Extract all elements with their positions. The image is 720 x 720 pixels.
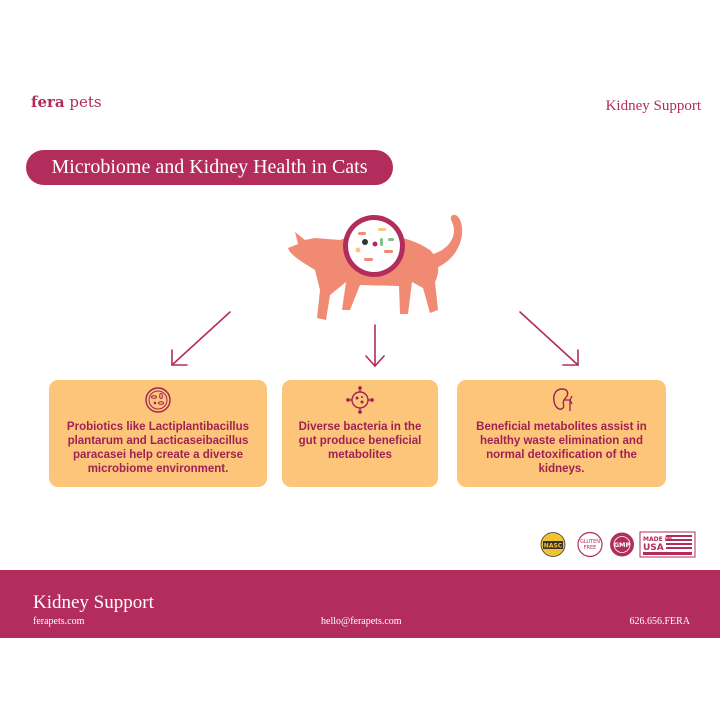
card-text: Diverse bacteria in the gut produce bene… <box>298 421 422 461</box>
gluten-free-badge: GLUTEN FREE <box>577 531 603 558</box>
nasc-badge: NASC <box>540 532 566 557</box>
card-text: Probiotics like Lactiplantibacillus plan… <box>66 421 250 475</box>
bacteria-cluster-icon <box>346 386 374 414</box>
arrow-right <box>519 311 579 366</box>
footer-website[interactable]: ferapets.com <box>33 616 85 627</box>
card-probiotics: Probiotics like Lactiplantibacillus plan… <box>49 380 267 487</box>
footer-email[interactable]: hello@ferapets.com <box>321 616 402 627</box>
made-in-usa-badge: MADE IN USA <box>639 531 696 558</box>
card-metabolites: Beneficial metabolites assist in healthy… <box>457 380 666 487</box>
certification-badges: NASC GLUTEN FREE GMP MADE IN USA <box>540 531 696 558</box>
footer-phone: 626.656.FERA <box>629 616 690 627</box>
card-text: Beneficial metabolites assist in healthy… <box>476 421 647 475</box>
brand-rest: pets <box>69 93 102 111</box>
badge-nasc-label: NASC <box>544 543 563 550</box>
brand-bold: fera <box>31 93 65 111</box>
bacteria-dish-icon <box>145 387 171 413</box>
badge-gmp-label: GMP <box>614 541 631 549</box>
gmp-badge: GMP <box>610 532 634 557</box>
footer: Kidney Support ferapets.com hello@ferape… <box>0 570 720 638</box>
badge-free-label: FREE <box>584 545 597 551</box>
header-label: Kidney Support <box>605 98 701 114</box>
kidney-icon <box>552 388 573 411</box>
cat-illustration <box>288 214 463 320</box>
card-diverse-bacteria: Diverse bacteria in the gut produce bene… <box>282 380 438 487</box>
badge-gluten-label: GLUTEN <box>580 539 600 545</box>
arrow-left <box>171 311 231 366</box>
brand-logo: fera pets <box>31 93 102 111</box>
page-title: Microbiome and Kidney Health in Cats <box>26 150 393 185</box>
badge-made-label: MADE IN <box>643 536 672 543</box>
badge-usa-label: USA <box>643 543 664 553</box>
footer-title: Kidney Support <box>33 592 154 613</box>
